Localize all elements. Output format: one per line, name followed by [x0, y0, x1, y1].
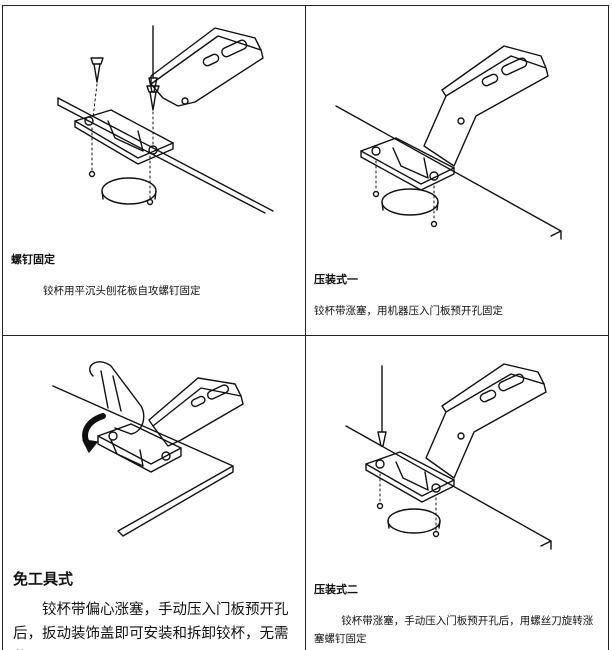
- press-fit-one-illustration: [335, 45, 562, 240]
- panel-press-fit-one: 压装式一 铰杯带涨塞，用机器压入门板预开孔固定: [306, 6, 609, 336]
- panel-description: 铰杯带偏心涨塞，手动压入门板预开孔后，扳动装饰盖即可安装和拆卸铰杯，无需使用工具…: [13, 602, 289, 642]
- screw-fixing-illustration: [57, 25, 274, 214]
- panel-description: 铰杯用平沉头刨花板自攻螺钉固定: [43, 285, 201, 297]
- panel-description: 铰杯带涨塞，用机器压入门板预开孔固定: [314, 305, 503, 317]
- panel-description: 铰杯带涨塞，手动压入门板预开孔后，用螺丝刀旋转涨塞螺钉固定: [314, 615, 594, 645]
- installation-methods-table: 螺钉固定 铰杯用平沉头刨花板自攻螺钉固定 压装式一 铰杯: [2, 5, 609, 650]
- panel-title: 压装式一: [314, 273, 358, 286]
- panel-tool-free: 免工具式 铰杯带偏心涨塞，手动压入门板预开孔后，扳动装饰盖即可安装和拆卸铰杯，无…: [3, 336, 306, 650]
- panel-press-fit-two: 压装式二 铰杯带涨塞，手动压入门板预开孔后，用螺丝刀旋转涨塞螺钉固定: [306, 336, 609, 650]
- tool-free-illustration: [52, 361, 244, 537]
- press-fit-two-illustration: [345, 363, 552, 550]
- panel-title: 螺钉固定: [11, 253, 55, 266]
- panel-title: 免工具式: [13, 570, 74, 588]
- panel-title: 压装式二: [314, 583, 358, 596]
- panel-screw-fixing: 螺钉固定 铰杯用平沉头刨花板自攻螺钉固定: [3, 6, 306, 336]
